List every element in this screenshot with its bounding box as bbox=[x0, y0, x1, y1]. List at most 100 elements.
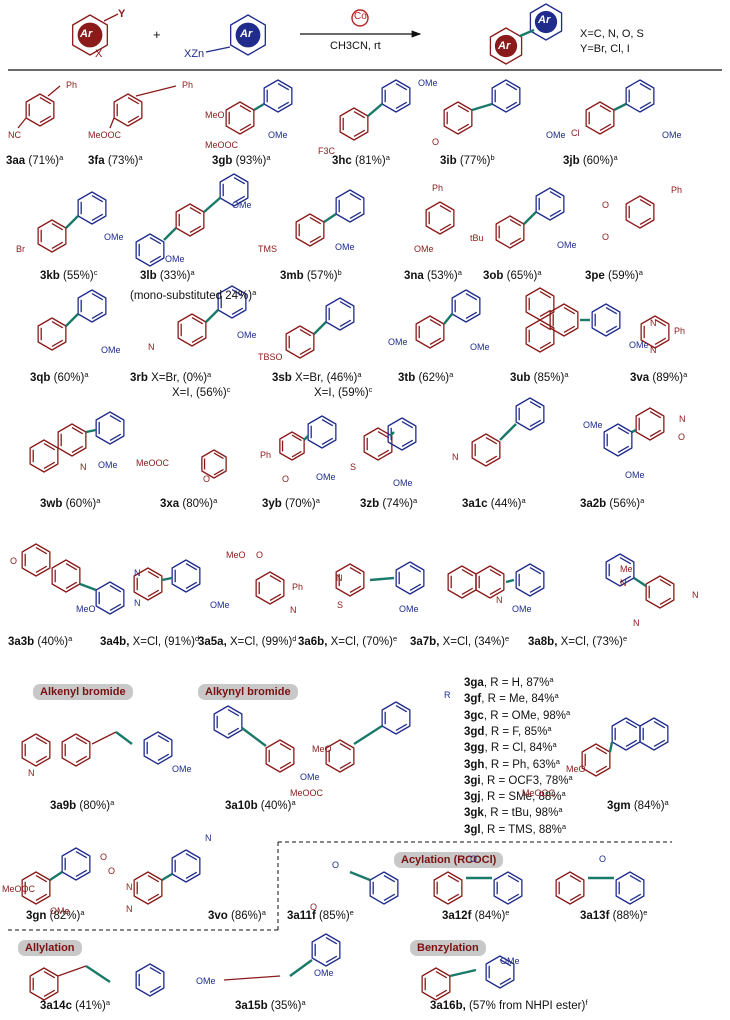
footnote-mark: a bbox=[664, 798, 669, 807]
footnote-mark: a bbox=[457, 268, 462, 277]
aromatic-ring bbox=[549, 303, 579, 337]
aromatic-ring bbox=[535, 187, 565, 221]
double-bond bbox=[269, 574, 282, 583]
double-bond bbox=[349, 585, 362, 594]
aromatic-ring bbox=[133, 567, 163, 601]
substituent-label: TMS bbox=[258, 244, 277, 254]
compound-label: 3zb (74%)a bbox=[360, 496, 418, 511]
compound-id: 3a10b bbox=[225, 800, 258, 812]
double-bond bbox=[43, 970, 56, 979]
aromatic-ring bbox=[640, 315, 670, 349]
substituent-label: OMe bbox=[625, 470, 645, 480]
footnote-mark: a bbox=[547, 723, 552, 733]
aromatic-ring bbox=[493, 871, 523, 905]
double-bond bbox=[43, 989, 56, 998]
compound-label: 3na (53%)a bbox=[404, 268, 462, 283]
aromatic-ring bbox=[491, 79, 521, 113]
aromatic-ring bbox=[37, 317, 67, 351]
substituent-label: Ph bbox=[292, 582, 304, 592]
double-bond bbox=[279, 742, 292, 751]
aromatic-ring bbox=[529, 3, 563, 41]
double-bond bbox=[617, 445, 630, 454]
footnote-mark: a bbox=[552, 740, 557, 750]
substituent-label: O bbox=[203, 474, 211, 484]
section-benzylation: Benzylation bbox=[410, 940, 486, 956]
r-series-detail: , R = Me, 84% bbox=[481, 693, 555, 706]
substituent-label: MeOOC bbox=[136, 458, 170, 468]
double-bond bbox=[157, 734, 170, 743]
double-bond bbox=[149, 236, 162, 245]
double-bond bbox=[279, 761, 292, 770]
bond bbox=[205, 46, 231, 53]
double-bond bbox=[127, 115, 140, 124]
substituent-label: OMe bbox=[300, 772, 320, 782]
new-bond bbox=[369, 576, 395, 582]
compound-label: 3a11f (85%)e bbox=[287, 909, 354, 923]
reagent-x-label: X bbox=[95, 48, 103, 60]
ar-badge-icon bbox=[235, 22, 261, 48]
compound-yield: X=Cl, (70%) bbox=[327, 636, 393, 648]
bond bbox=[135, 85, 177, 97]
new-bond bbox=[449, 968, 477, 978]
new-bond bbox=[353, 724, 383, 746]
compound-yield: (44%) bbox=[487, 498, 522, 510]
substituent-label: OMe bbox=[101, 345, 121, 355]
footnote-mark: a bbox=[521, 496, 526, 505]
substituent-label: MeOOC bbox=[522, 788, 556, 798]
substituent-label: OMe bbox=[165, 254, 185, 264]
double-bond bbox=[377, 430, 390, 439]
double-bond bbox=[435, 970, 448, 979]
double-bond bbox=[507, 874, 520, 883]
double-bond bbox=[653, 720, 666, 729]
aromatic-ring bbox=[443, 101, 473, 135]
double-bond bbox=[625, 739, 638, 748]
r-series-detail: , R = OMe, 98% bbox=[483, 709, 566, 722]
compound-yield: (60%) bbox=[579, 155, 614, 167]
compound-id: 3vo bbox=[208, 910, 228, 922]
aromatic-ring bbox=[639, 717, 669, 751]
double-bond bbox=[549, 209, 562, 218]
double-bond bbox=[383, 874, 396, 883]
double-bond bbox=[277, 82, 290, 91]
double-bond bbox=[127, 96, 140, 105]
aromatic-ring bbox=[611, 717, 641, 751]
aromatic-ring bbox=[295, 213, 325, 247]
bond bbox=[223, 975, 281, 981]
compound-id: 3zb bbox=[360, 498, 380, 510]
substituent-label: Ph bbox=[260, 450, 272, 460]
aromatic-ring bbox=[381, 701, 411, 735]
aromatic-ring bbox=[29, 439, 59, 473]
rb-iodo-note: X=I, (56%)c bbox=[172, 385, 231, 399]
double-bond bbox=[339, 300, 352, 309]
double-bond bbox=[191, 316, 204, 325]
footnote-mark: a bbox=[357, 370, 362, 379]
substituent-label: N bbox=[28, 768, 35, 778]
double-bond bbox=[147, 893, 160, 902]
compound-id: 3a13f bbox=[580, 910, 610, 922]
compound-id: 3gf bbox=[464, 693, 482, 706]
aromatic-ring bbox=[381, 79, 411, 113]
footnote-mark: a bbox=[84, 370, 89, 379]
compound-id: 3yb bbox=[262, 498, 282, 510]
double-bond bbox=[109, 414, 122, 423]
double-bond bbox=[625, 720, 638, 729]
footnote-mark: a bbox=[683, 370, 688, 379]
r-series-row: 3gj, R = SMe, 88%a bbox=[464, 790, 566, 804]
double-bond bbox=[563, 325, 576, 334]
footnote-mark: a bbox=[110, 798, 115, 807]
footnote-mark: a bbox=[207, 370, 212, 379]
double-bond bbox=[339, 742, 352, 751]
footnote-mark: a bbox=[413, 496, 418, 505]
compound-label: 3a5a, X=Cl, (99%)d bbox=[198, 635, 296, 649]
double-bond bbox=[75, 850, 88, 859]
ar-badge-icon bbox=[494, 34, 518, 58]
new-bond bbox=[613, 102, 627, 112]
compound-yield: (80%) bbox=[76, 800, 111, 812]
aromatic-ring bbox=[201, 449, 227, 479]
double-bond bbox=[299, 347, 312, 356]
substituent-label: N bbox=[336, 573, 343, 583]
compound-label: 3a15b (35%)a bbox=[235, 999, 306, 1013]
section-alkynyl-bromide: Alkynyl bromide bbox=[198, 684, 298, 700]
plus-sign: + bbox=[153, 27, 161, 42]
compound-id: 3gd bbox=[464, 725, 485, 738]
